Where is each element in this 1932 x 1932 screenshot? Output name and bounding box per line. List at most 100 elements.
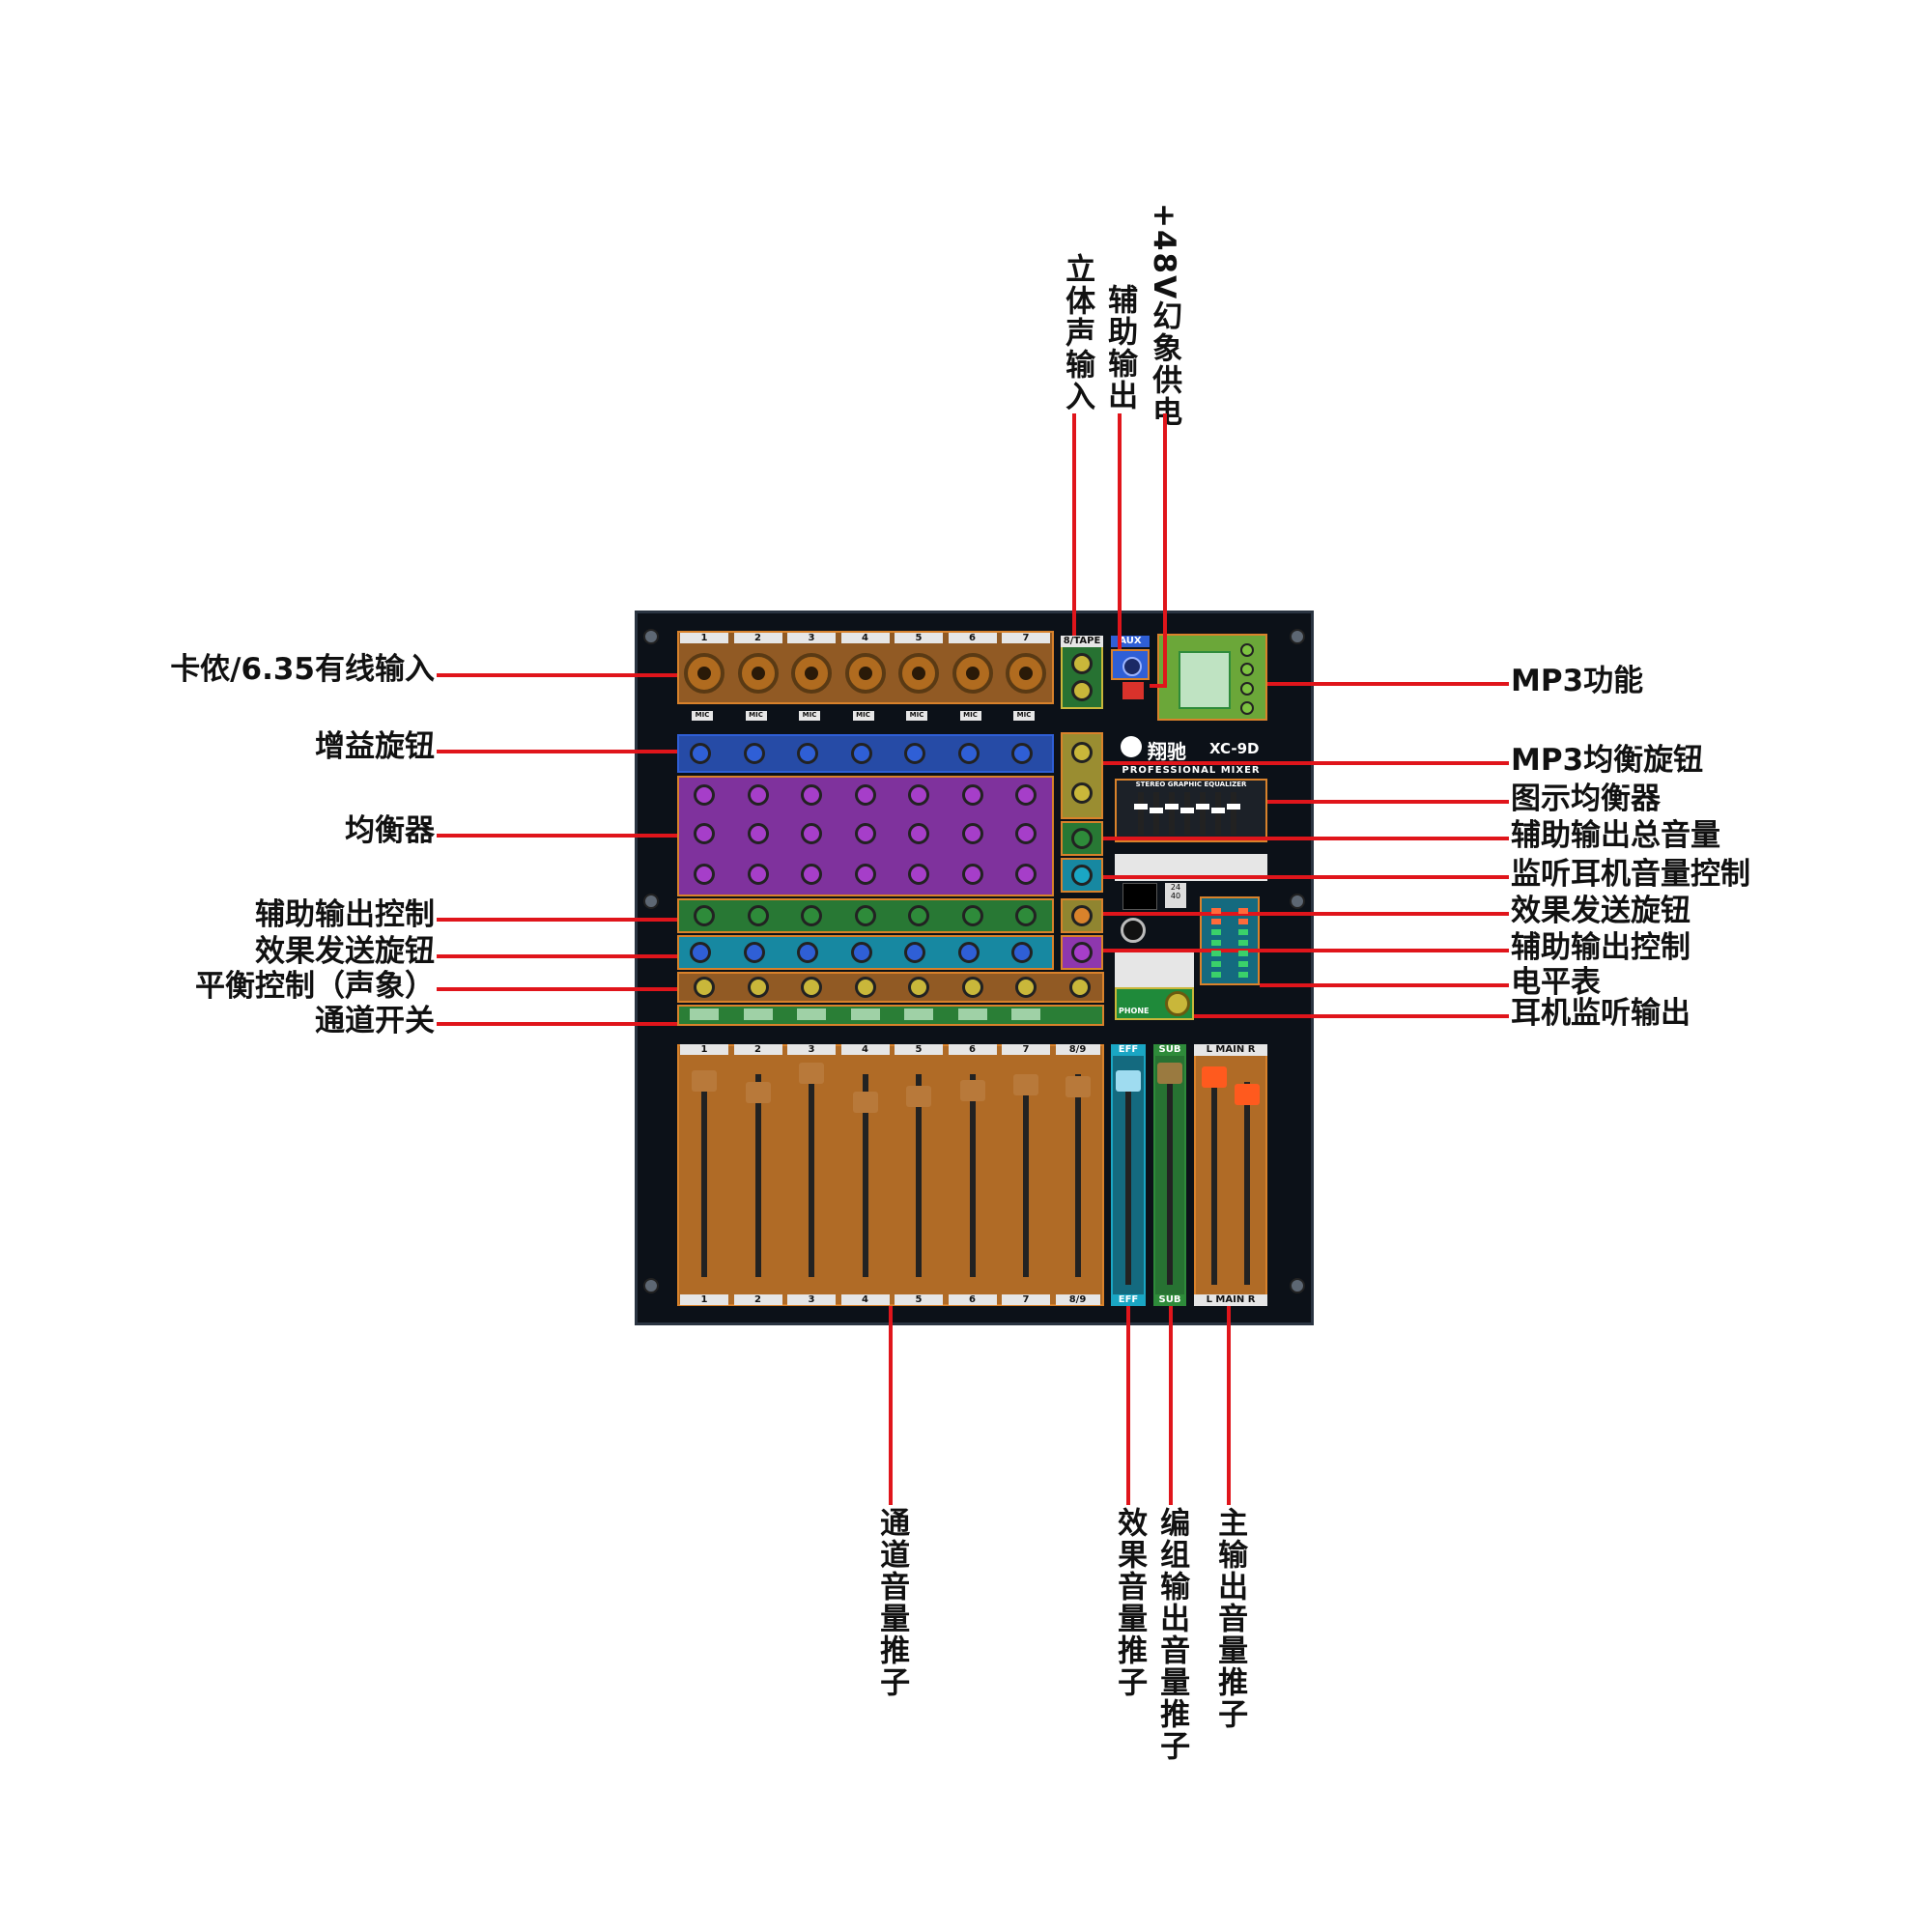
aux-send-knob[interactable] — [854, 905, 876, 926]
channel-fader-cap[interactable] — [799, 1063, 824, 1084]
mp3-button[interactable] — [1240, 682, 1254, 696]
eq-knob[interactable] — [747, 784, 769, 806]
stereo-jack-r[interactable] — [1071, 680, 1093, 701]
pan-knob[interactable] — [854, 977, 876, 998]
eq-knob[interactable] — [908, 784, 929, 806]
aux-send-knob[interactable] — [961, 905, 983, 926]
mp3-button[interactable] — [1240, 643, 1254, 657]
geq-slider-cap[interactable] — [1134, 804, 1148, 810]
main-fader-cap-l[interactable] — [1202, 1066, 1227, 1088]
xlr-combo-jack[interactable] — [1006, 653, 1046, 694]
geq-slider-cap[interactable] — [1180, 808, 1194, 813]
aux-control-knob[interactable] — [1071, 942, 1093, 963]
channel-fader-cap[interactable] — [852, 1092, 878, 1113]
xlr-combo-jack[interactable] — [898, 653, 939, 694]
pan-knob[interactable] — [1015, 977, 1037, 998]
channel-switch[interactable] — [904, 1009, 933, 1020]
main-fader-cap-r[interactable] — [1235, 1084, 1260, 1105]
eq-knob[interactable] — [694, 784, 715, 806]
aux-send-knob[interactable] — [694, 905, 715, 926]
mp3-eq-high-knob[interactable] — [1071, 742, 1093, 763]
xlr-combo-jack[interactable] — [684, 653, 724, 694]
xlr-combo-jack[interactable] — [844, 653, 886, 694]
channel-switch[interactable] — [797, 1009, 826, 1020]
eq-knob[interactable] — [908, 864, 929, 885]
stereo-jack-l[interactable] — [1071, 653, 1093, 674]
channel-switch[interactable] — [690, 1009, 719, 1020]
aux-master-knob[interactable] — [1071, 828, 1093, 849]
eq-knob[interactable] — [854, 864, 876, 885]
eq-knob[interactable] — [961, 784, 983, 806]
aux-send-knob[interactable] — [747, 905, 769, 926]
eq-knob[interactable] — [694, 864, 715, 885]
eq-knob[interactable] — [747, 864, 769, 885]
fx-send-knob[interactable] — [690, 942, 711, 963]
dsp-select-knob[interactable] — [1121, 918, 1146, 943]
headphone-jack[interactable] — [1165, 991, 1190, 1016]
gain-knob[interactable] — [797, 743, 818, 764]
stereo-pan-knob[interactable] — [1068, 977, 1091, 998]
eff-fader-cap[interactable] — [1116, 1070, 1141, 1092]
xlr-combo-jack[interactable] — [952, 653, 993, 694]
pan-knob[interactable] — [694, 977, 715, 998]
aux-send-knob[interactable] — [908, 905, 929, 926]
fx-send-knob[interactable] — [904, 942, 925, 963]
geq-slider-cap[interactable] — [1150, 808, 1163, 813]
eq-knob[interactable] — [747, 823, 769, 844]
eq-knob[interactable] — [854, 784, 876, 806]
gain-knob[interactable] — [904, 743, 925, 764]
pan-knob[interactable] — [747, 977, 769, 998]
aux-send-knob[interactable] — [801, 905, 822, 926]
gain-knob[interactable] — [690, 743, 711, 764]
eq-knob[interactable] — [961, 864, 983, 885]
channel-fader-cap[interactable] — [745, 1082, 771, 1103]
fx-send-knob[interactable] — [850, 942, 872, 963]
fx-send-knob[interactable] — [957, 942, 980, 963]
eq-knob[interactable] — [1015, 864, 1037, 885]
pan-knob[interactable] — [801, 977, 822, 998]
gain-knob[interactable] — [743, 743, 765, 764]
pan-knob[interactable] — [961, 977, 983, 998]
stereo-fader-cap[interactable] — [1065, 1076, 1091, 1097]
sub-fader-cap[interactable] — [1157, 1063, 1182, 1084]
channel-fader-cap[interactable] — [959, 1080, 985, 1101]
geq-slider-cap[interactable] — [1165, 804, 1179, 810]
xlr-combo-jack[interactable] — [737, 653, 779, 694]
mic-label: MIC — [745, 711, 767, 721]
mp3-button[interactable] — [1240, 663, 1254, 676]
pan-knob[interactable] — [908, 977, 929, 998]
eq-knob[interactable] — [801, 823, 822, 844]
fx-master-knob[interactable] — [1071, 905, 1093, 926]
eq-knob[interactable] — [908, 823, 929, 844]
channel-switch[interactable] — [743, 1009, 773, 1020]
mp3-button[interactable] — [1240, 701, 1254, 715]
mp3-eq-low-knob[interactable] — [1071, 782, 1093, 804]
eq-knob[interactable] — [1015, 784, 1037, 806]
channel-fader-cap[interactable] — [692, 1070, 717, 1092]
aux-output-jack[interactable] — [1111, 649, 1150, 680]
gain-knob[interactable] — [957, 743, 980, 764]
phantom-power-switch[interactable] — [1122, 682, 1144, 699]
geq-slider-cap[interactable] — [1227, 804, 1240, 810]
fx-send-knob[interactable] — [1011, 942, 1033, 963]
aux-send-knob[interactable] — [1015, 905, 1037, 926]
fx-send-knob[interactable] — [797, 942, 818, 963]
eq-knob[interactable] — [854, 823, 876, 844]
geq-slider-cap[interactable] — [1196, 804, 1209, 810]
channel-switch[interactable] — [1011, 1009, 1040, 1020]
eq-knob[interactable] — [801, 784, 822, 806]
channel-fader-cap[interactable] — [1013, 1074, 1038, 1095]
fx-send-knob[interactable] — [743, 942, 765, 963]
geq-slider-cap[interactable] — [1211, 808, 1225, 813]
channel-switch[interactable] — [957, 1009, 987, 1020]
headphone-volume-knob[interactable] — [1071, 865, 1093, 886]
eq-knob[interactable] — [1015, 823, 1037, 844]
channel-fader-cap[interactable] — [906, 1086, 931, 1107]
eq-knob[interactable] — [801, 864, 822, 885]
eq-knob[interactable] — [961, 823, 983, 844]
channel-switch[interactable] — [850, 1009, 880, 1020]
xlr-combo-jack[interactable] — [791, 653, 832, 694]
gain-knob[interactable] — [1011, 743, 1033, 764]
eq-knob[interactable] — [694, 823, 715, 844]
gain-knob[interactable] — [850, 743, 872, 764]
